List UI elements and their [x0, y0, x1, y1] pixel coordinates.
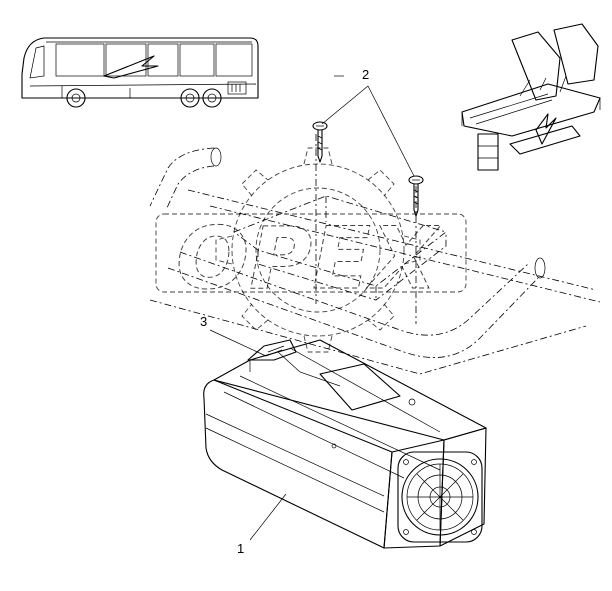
- duct-icon: [149, 147, 601, 375]
- callout-2: 2: [362, 67, 369, 82]
- heater-unit-icon: [203, 339, 487, 549]
- coach-bus-icon: [21, 37, 259, 108]
- seat-location-icon: [461, 23, 601, 171]
- watermark-text: OPEX: [176, 209, 441, 309]
- opex-watermark: OPEX: [155, 147, 467, 353]
- callout-1: 1: [237, 541, 244, 556]
- callout-3: 3: [200, 314, 207, 329]
- leader-lines: [209, 75, 415, 541]
- screw-icon: [312, 121, 328, 163]
- screw-icon: [408, 175, 424, 217]
- mounting-bracket-outline: [233, 134, 447, 324]
